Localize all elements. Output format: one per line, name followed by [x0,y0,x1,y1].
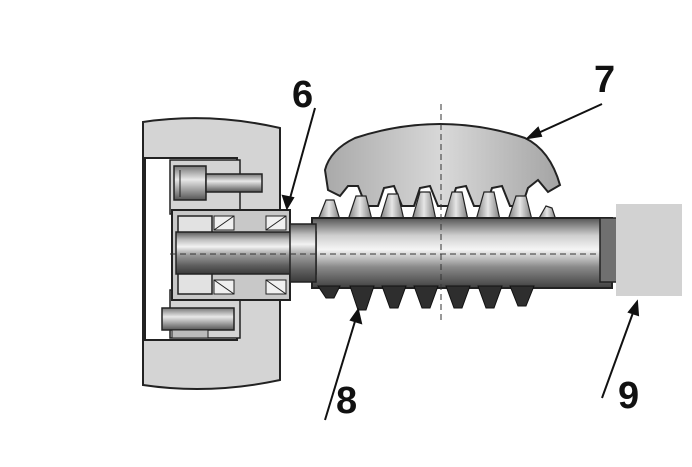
leader-lines [281,103,640,421]
worm-upper-teeth [317,191,557,221]
callout-9: 9 [618,375,639,417]
center-lines [170,104,600,322]
upper-bolt [173,165,263,201]
worm-shaft [175,191,619,311]
worm-lower-teeth [317,285,535,311]
callout-6: 6 [292,74,313,116]
callout-8: 8 [336,380,357,422]
spur-gear [323,123,562,207]
callout-7: 7 [594,59,615,101]
motor-block [616,204,682,296]
lower-bolt [161,307,235,339]
